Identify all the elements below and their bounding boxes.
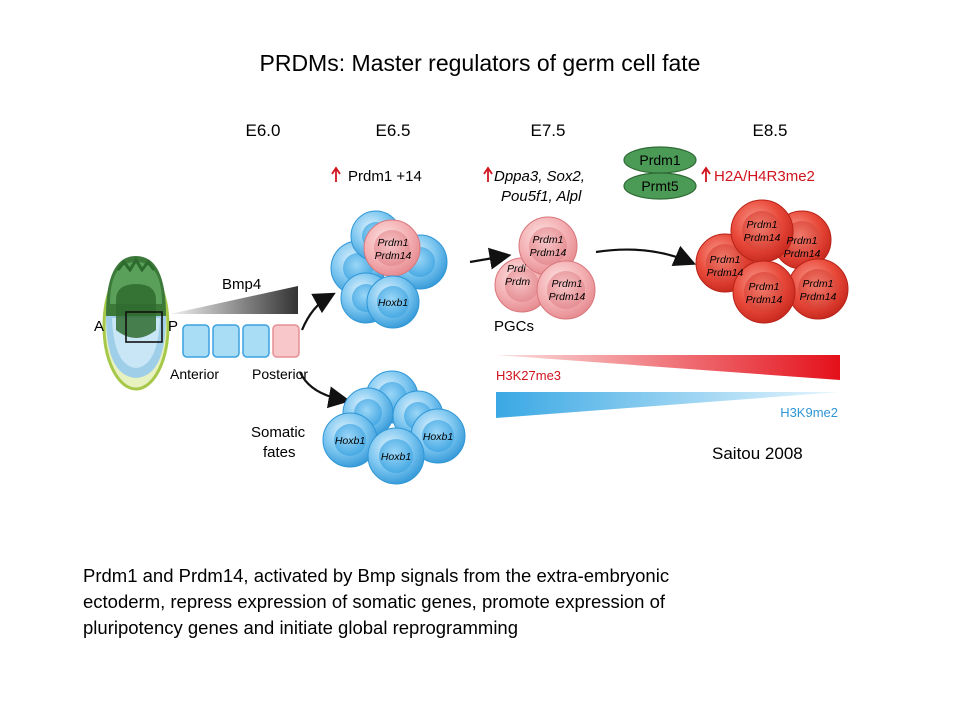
up-arrow-icon bbox=[331, 166, 341, 182]
pgcs-label: PGCs bbox=[494, 318, 534, 335]
arrow-e75-e85 bbox=[595, 245, 697, 267]
stage-label: E6.0 bbox=[246, 121, 281, 140]
complex-label: Prmt5 bbox=[641, 178, 679, 194]
e85-cell-label: Prdm14 bbox=[707, 267, 744, 279]
e65-cell-cluster bbox=[330, 210, 448, 329]
e65-cell-label: Prdm14 bbox=[375, 250, 412, 262]
h3k27me3-label: H3K27me3 bbox=[496, 368, 561, 383]
e75-cell-label: Prdm1 bbox=[533, 234, 564, 246]
somatic-cell-cluster bbox=[322, 370, 466, 485]
h3k9me2-gradient bbox=[496, 392, 840, 418]
e85-cell-label: Prdm14 bbox=[784, 248, 821, 260]
e65-cell-label: Hoxb1 bbox=[378, 297, 408, 309]
e85-cell-label: Prdm1 bbox=[747, 219, 778, 231]
stage-label: E8.5 bbox=[753, 121, 788, 140]
arrow-to-germline bbox=[300, 292, 336, 331]
bmp4-gradient-wedge bbox=[170, 286, 298, 314]
citation: Saitou 2008 bbox=[712, 444, 803, 463]
e65-marker: Prdm1 +14 bbox=[348, 168, 422, 185]
up-arrow-icon bbox=[483, 166, 493, 182]
e85-cell-label: Prdm14 bbox=[800, 291, 837, 303]
e85-marker: H2A/H4R3me2 bbox=[714, 168, 815, 185]
posterior-label: P bbox=[168, 318, 178, 335]
somatic-cell-label: Hoxb1 bbox=[381, 451, 411, 463]
e75-pgc-cluster bbox=[494, 216, 596, 320]
caption: Prdm1 and Prdm14, activated by Bmp signa… bbox=[83, 563, 883, 641]
h3k27me3-gradient bbox=[496, 355, 840, 380]
e75-marker-line1: Dppa3, Sox2, bbox=[494, 168, 585, 185]
caption-line: Prdm1 and Prdm14, activated by Bmp signa… bbox=[83, 565, 670, 586]
somatic-cell-label: Hoxb1 bbox=[335, 435, 365, 447]
embryo-illustration bbox=[102, 256, 170, 391]
e85-cell-label: Prdm14 bbox=[744, 232, 781, 244]
arrow-to-somatic bbox=[298, 371, 351, 409]
e75-cell-label: Prdi bbox=[507, 263, 526, 275]
e85-pgc-cluster bbox=[695, 199, 849, 324]
caption-line: ectoderm, repress expression of somatic … bbox=[83, 591, 666, 612]
posterior-axis-label: Posterior bbox=[252, 366, 308, 382]
e75-cell-label: Prdm14 bbox=[530, 247, 567, 259]
e85-cell-label: Prdm1 bbox=[803, 278, 834, 290]
caption-line: pluripotency genes and initiate global r… bbox=[83, 617, 519, 638]
e75-marker-line2: Pou5f1, Alpl bbox=[501, 188, 582, 205]
e85-cell-label: Prdm14 bbox=[746, 294, 783, 306]
anterior-label: A bbox=[94, 318, 104, 335]
somatic-label-line1: Somatic bbox=[251, 424, 306, 441]
e75-cell-label: Prdm14 bbox=[549, 291, 586, 303]
e75-cell-label: Prdm bbox=[505, 276, 530, 288]
stage-label: E7.5 bbox=[531, 121, 566, 140]
e65-cell-label: Prdm1 bbox=[378, 237, 409, 249]
e85-cell-label: Prdm1 bbox=[710, 254, 741, 266]
somatic-label-line2: fates bbox=[263, 444, 296, 461]
complex-label: Prdm1 bbox=[639, 152, 680, 168]
e85-cell-label: Prdm1 bbox=[749, 281, 780, 293]
bmp4-label: Bmp4 bbox=[222, 276, 261, 293]
arrow-e65-e75 bbox=[469, 247, 512, 270]
anterior-axis-label: Anterior bbox=[170, 366, 219, 382]
h3k9me2-label: H3K9me2 bbox=[780, 405, 838, 420]
stage-label: E6.5 bbox=[376, 121, 411, 140]
up-arrow-icon bbox=[701, 166, 711, 182]
prdm1-prmt5-complex bbox=[623, 146, 697, 200]
e75-cell-label: Prdm1 bbox=[552, 278, 583, 290]
somatic-cell-label: Hoxb1 bbox=[423, 431, 453, 443]
ap-cell-row bbox=[182, 324, 300, 358]
slide-title: PRDMs: Master regulators of germ cell fa… bbox=[259, 50, 701, 76]
e85-cell-label: Prdm1 bbox=[787, 235, 818, 247]
